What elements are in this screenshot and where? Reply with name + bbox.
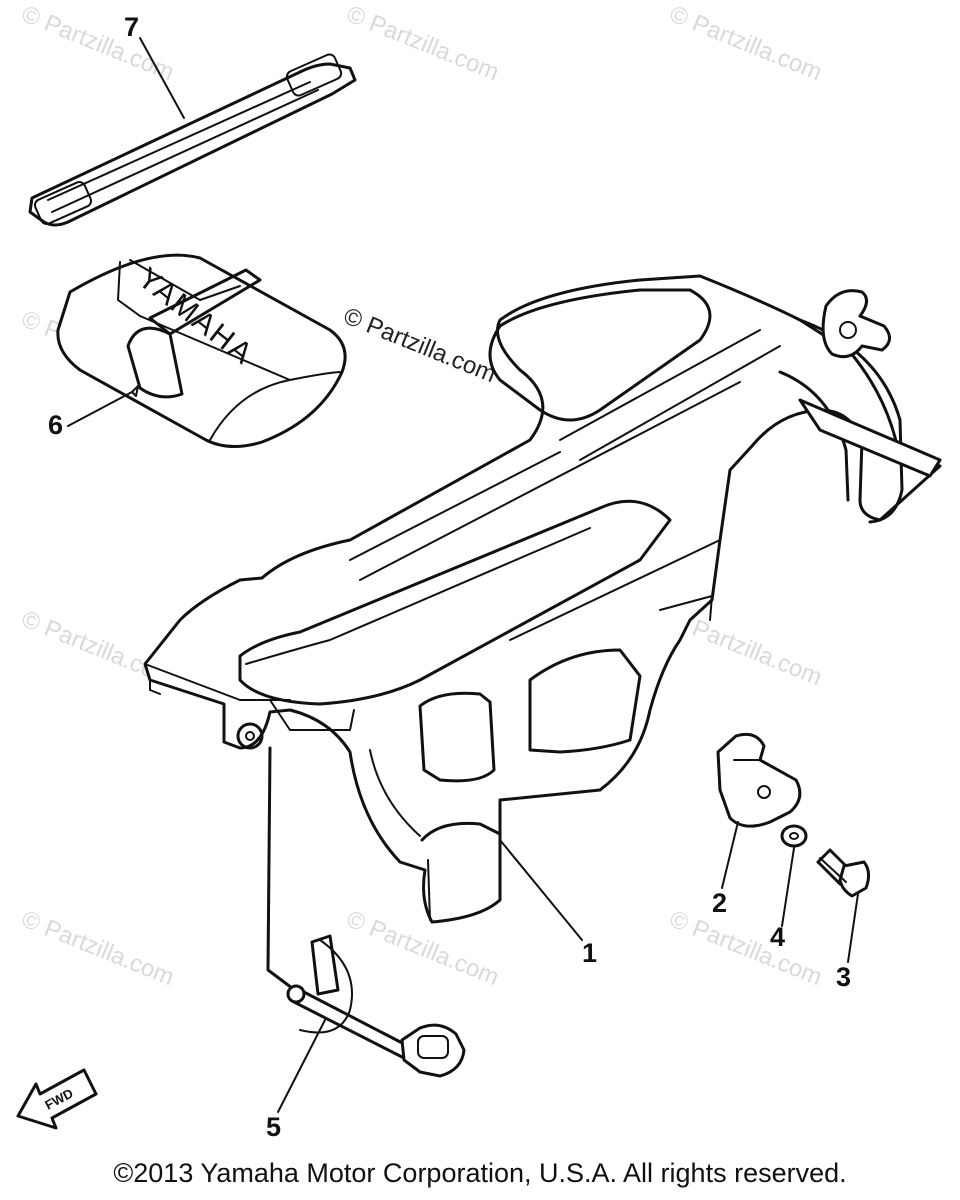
watermark: © Partzilla.com bbox=[666, 906, 826, 992]
watermark: © Partzilla.com bbox=[18, 906, 178, 992]
callout-4: 4 bbox=[770, 922, 785, 952]
leader-line-4 bbox=[781, 847, 795, 927]
front-direction-arrow: FWD bbox=[16, 1068, 98, 1130]
part-washer bbox=[780, 824, 808, 848]
part-tool-bag: YAMAHA bbox=[56, 253, 347, 448]
callout-6: 6 bbox=[48, 410, 63, 440]
callout-1: 1 bbox=[582, 938, 597, 968]
part-screw bbox=[816, 848, 871, 898]
leader-lines bbox=[67, 37, 859, 1113]
watermark: © Partzilla.com bbox=[666, 1, 826, 87]
leader-line-3 bbox=[847, 893, 859, 963]
watermark: © Partzilla.com bbox=[343, 1, 503, 87]
callout-3: 3 bbox=[836, 962, 851, 992]
leader-line-6 bbox=[67, 391, 133, 427]
part-pin bbox=[266, 746, 466, 1078]
part-main-body bbox=[143, 274, 942, 924]
watermark: © Partzilla.com bbox=[343, 906, 503, 992]
part-strap bbox=[28, 53, 357, 227]
watermark: © Partzilla.com bbox=[18, 1, 178, 87]
copyright-notice: ©2013 Yamaha Motor Corporation, U.S.A. A… bbox=[113, 1158, 847, 1188]
leader-line-7 bbox=[139, 37, 185, 119]
callout-2: 2 bbox=[712, 888, 727, 918]
part-damper-block bbox=[716, 732, 802, 828]
leader-line-2 bbox=[721, 821, 739, 889]
center-watermark: © Partzilla.com bbox=[340, 303, 500, 389]
leader-line-5 bbox=[277, 1017, 327, 1113]
leader-line-1 bbox=[499, 839, 583, 941]
callout-7: 7 bbox=[124, 12, 139, 42]
callout-5: 5 bbox=[266, 1112, 281, 1142]
callouts: 1 2 3 4 5 6 7 bbox=[48, 12, 851, 1142]
